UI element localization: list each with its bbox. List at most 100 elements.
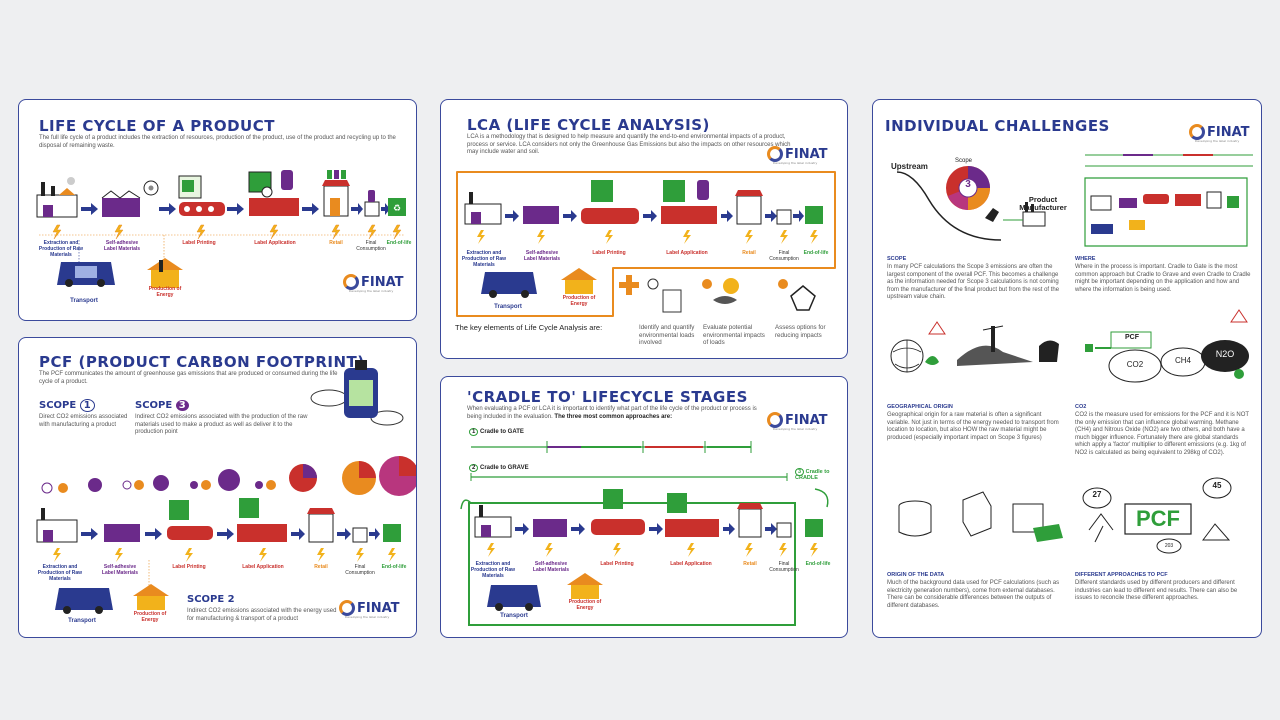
panel-description: The PCF communicates the amount of green… — [39, 371, 338, 385]
data-text: Much of the background data used for PCF… — [887, 580, 1060, 609]
geo-text: Geographical origin for a raw material i… — [887, 412, 1059, 441]
panel-title: LIFE CYCLE OF A PRODUCT — [39, 117, 275, 135]
finat-arc-icon — [1189, 124, 1205, 140]
scope2-heading: SCOPE 2 — [187, 594, 235, 605]
lca-energy-icon — [561, 268, 597, 294]
lca-element-1: Identify and quantify environmental load… — [639, 324, 695, 346]
cradle-stage-application: Label Application — [670, 561, 712, 567]
diff-heading: DIFFERENT APPROACHES TO PCF — [1075, 572, 1168, 578]
panel-description: LCA is a methodology that is designed to… — [467, 134, 791, 155]
cradle-label: 3 Cradle to CRADLE — [795, 468, 830, 481]
pcf-transport-label: Transport — [68, 618, 96, 624]
arrow-2 — [159, 203, 176, 215]
cradle-transport-label: Transport — [500, 613, 528, 619]
grave-timeline — [470, 473, 788, 481]
retail-icon — [322, 170, 350, 217]
svg-text:♻: ♻ — [393, 203, 401, 213]
label-materials-icon — [101, 180, 159, 217]
pcf-stage-printing: Label Printing — [172, 564, 206, 570]
challenges-illustrations — [890, 154, 1253, 554]
grave-label: 2 Cradle to GRAVE — [469, 464, 529, 472]
panel-title: INDIVIDUAL CHALLENGES — [885, 117, 1110, 135]
pcf-bolt-icons — [53, 548, 396, 562]
panel-description: The full life cycle of a product include… — [39, 135, 396, 149]
lca-stage-materials: Self-adhesive Label Materials — [523, 250, 561, 262]
cradle-transport-icon — [487, 585, 541, 611]
finat-tagline: Developing the label industry — [349, 289, 394, 293]
n2o-cloud-label: N2O — [1215, 349, 1235, 359]
ch4-cloud-label: CH4 — [1174, 356, 1191, 365]
gate-timeline — [471, 441, 752, 453]
co2-text: CO2 is the measure used for emissions fo… — [1075, 412, 1249, 456]
where-text: Where in the process is important. Cradl… — [1075, 264, 1251, 293]
lca-element-icons — [647, 278, 816, 313]
cradle-illustrations — [460, 441, 829, 626]
cradle-stage-raw: Extraction and Production of Raw Materia… — [470, 561, 516, 579]
panel-description: When evaluating a PCF or LCA it is impor… — [467, 406, 757, 420]
finat-tagline: Developing the label industry — [773, 161, 818, 165]
cradle-bolt-icons — [487, 543, 818, 557]
where-heading: WHERE — [1075, 256, 1096, 262]
data-heading: ORIGIN OF THE DATA — [887, 572, 945, 578]
lca-transport-label: Transport — [494, 304, 522, 310]
finat-arc-icon — [343, 274, 359, 290]
plus-icon — [619, 275, 639, 295]
lca-energy-label: Production of Energy — [562, 295, 596, 307]
pcf-stage-raw: Extraction and Production of Raw Materia… — [37, 564, 83, 582]
stage-illustrations: ♻ — [36, 170, 406, 288]
scope-label: Scope — [955, 158, 973, 164]
gate-label: 1 Cradle to GATE — [469, 428, 524, 436]
pcf-stage-application: Label Application — [242, 564, 284, 570]
scope-hill-illustration — [896, 166, 1046, 241]
key-elements-heading: The key elements of Life Cycle Analysis … — [455, 323, 603, 332]
lca-element-3: Assess options for reducing impacts — [775, 324, 826, 339]
finat-name: FINAT — [785, 146, 828, 162]
databases-illustration — [898, 491, 1063, 542]
co2-cloud-label: CO2 — [1126, 360, 1144, 369]
co2-clouds-illustration — [1085, 309, 1249, 383]
diff-text: Different standards used by different pr… — [1075, 580, 1238, 601]
pcf-approaches-illustration — [1082, 477, 1232, 554]
panel-title: 'CRADLE TO' LIFECYCLE STAGES — [467, 388, 748, 406]
finat-tagline: Developing the label industry — [345, 615, 390, 619]
panel-life-cycle: LIFE CYCLE OF A PRODUCT The full life cy… — [18, 99, 417, 321]
lca-stage-application: Label Application — [666, 250, 708, 256]
printing-icon — [178, 175, 225, 216]
consumption-icon — [364, 190, 380, 217]
pcf-stage-materials: Self-adhesive Label Materials — [101, 564, 139, 576]
lca-bolt-icons — [477, 230, 818, 244]
pcf-big-label: PCF — [1136, 506, 1180, 531]
cradle-stage-retail: Retail — [743, 561, 757, 567]
energy-plant-icon — [147, 258, 183, 288]
pcf-stage-icons — [36, 498, 401, 543]
arrow-4 — [302, 203, 319, 215]
globe-illustration — [890, 321, 1059, 373]
pcf-energy-icon — [133, 584, 169, 610]
cradle-stage-icons — [474, 489, 823, 538]
lca-transport-icon — [481, 272, 537, 298]
energy-label: Production of Energy — [148, 286, 182, 298]
stage-label-retail: Retail — [329, 240, 343, 246]
lca-stage-end: End-of-life — [803, 250, 829, 256]
pcf-energy-label: Production of Energy — [133, 611, 167, 623]
finat-name: FINAT — [785, 412, 828, 428]
cradle-stage-materials: Self-adhesive Label Materials — [532, 561, 570, 573]
pcf-box-label: PCF — [1125, 334, 1139, 341]
pcf-transport-icon — [55, 588, 113, 614]
cradle-stage-printing: Label Printing — [600, 561, 634, 567]
upstream-label: Upstream — [891, 162, 928, 171]
stage-label-materials: Self-adhesive Label Materials — [103, 240, 141, 252]
panel-lca: LCA (LIFE CYCLE ANALYSIS) LCA is a metho… — [440, 99, 848, 359]
manufacturer-label: Product Manufacturer — [1019, 195, 1067, 212]
lca-stage-printing: Label Printing — [592, 250, 626, 256]
bottle-clouds-icon — [310, 360, 404, 426]
scope-pie-row — [41, 456, 416, 496]
stage-label-end: End-of-life — [386, 240, 412, 246]
scope1-text: Direct CO2 emissions associated with man… — [39, 414, 128, 428]
finat-name: FINAT — [1207, 124, 1250, 140]
